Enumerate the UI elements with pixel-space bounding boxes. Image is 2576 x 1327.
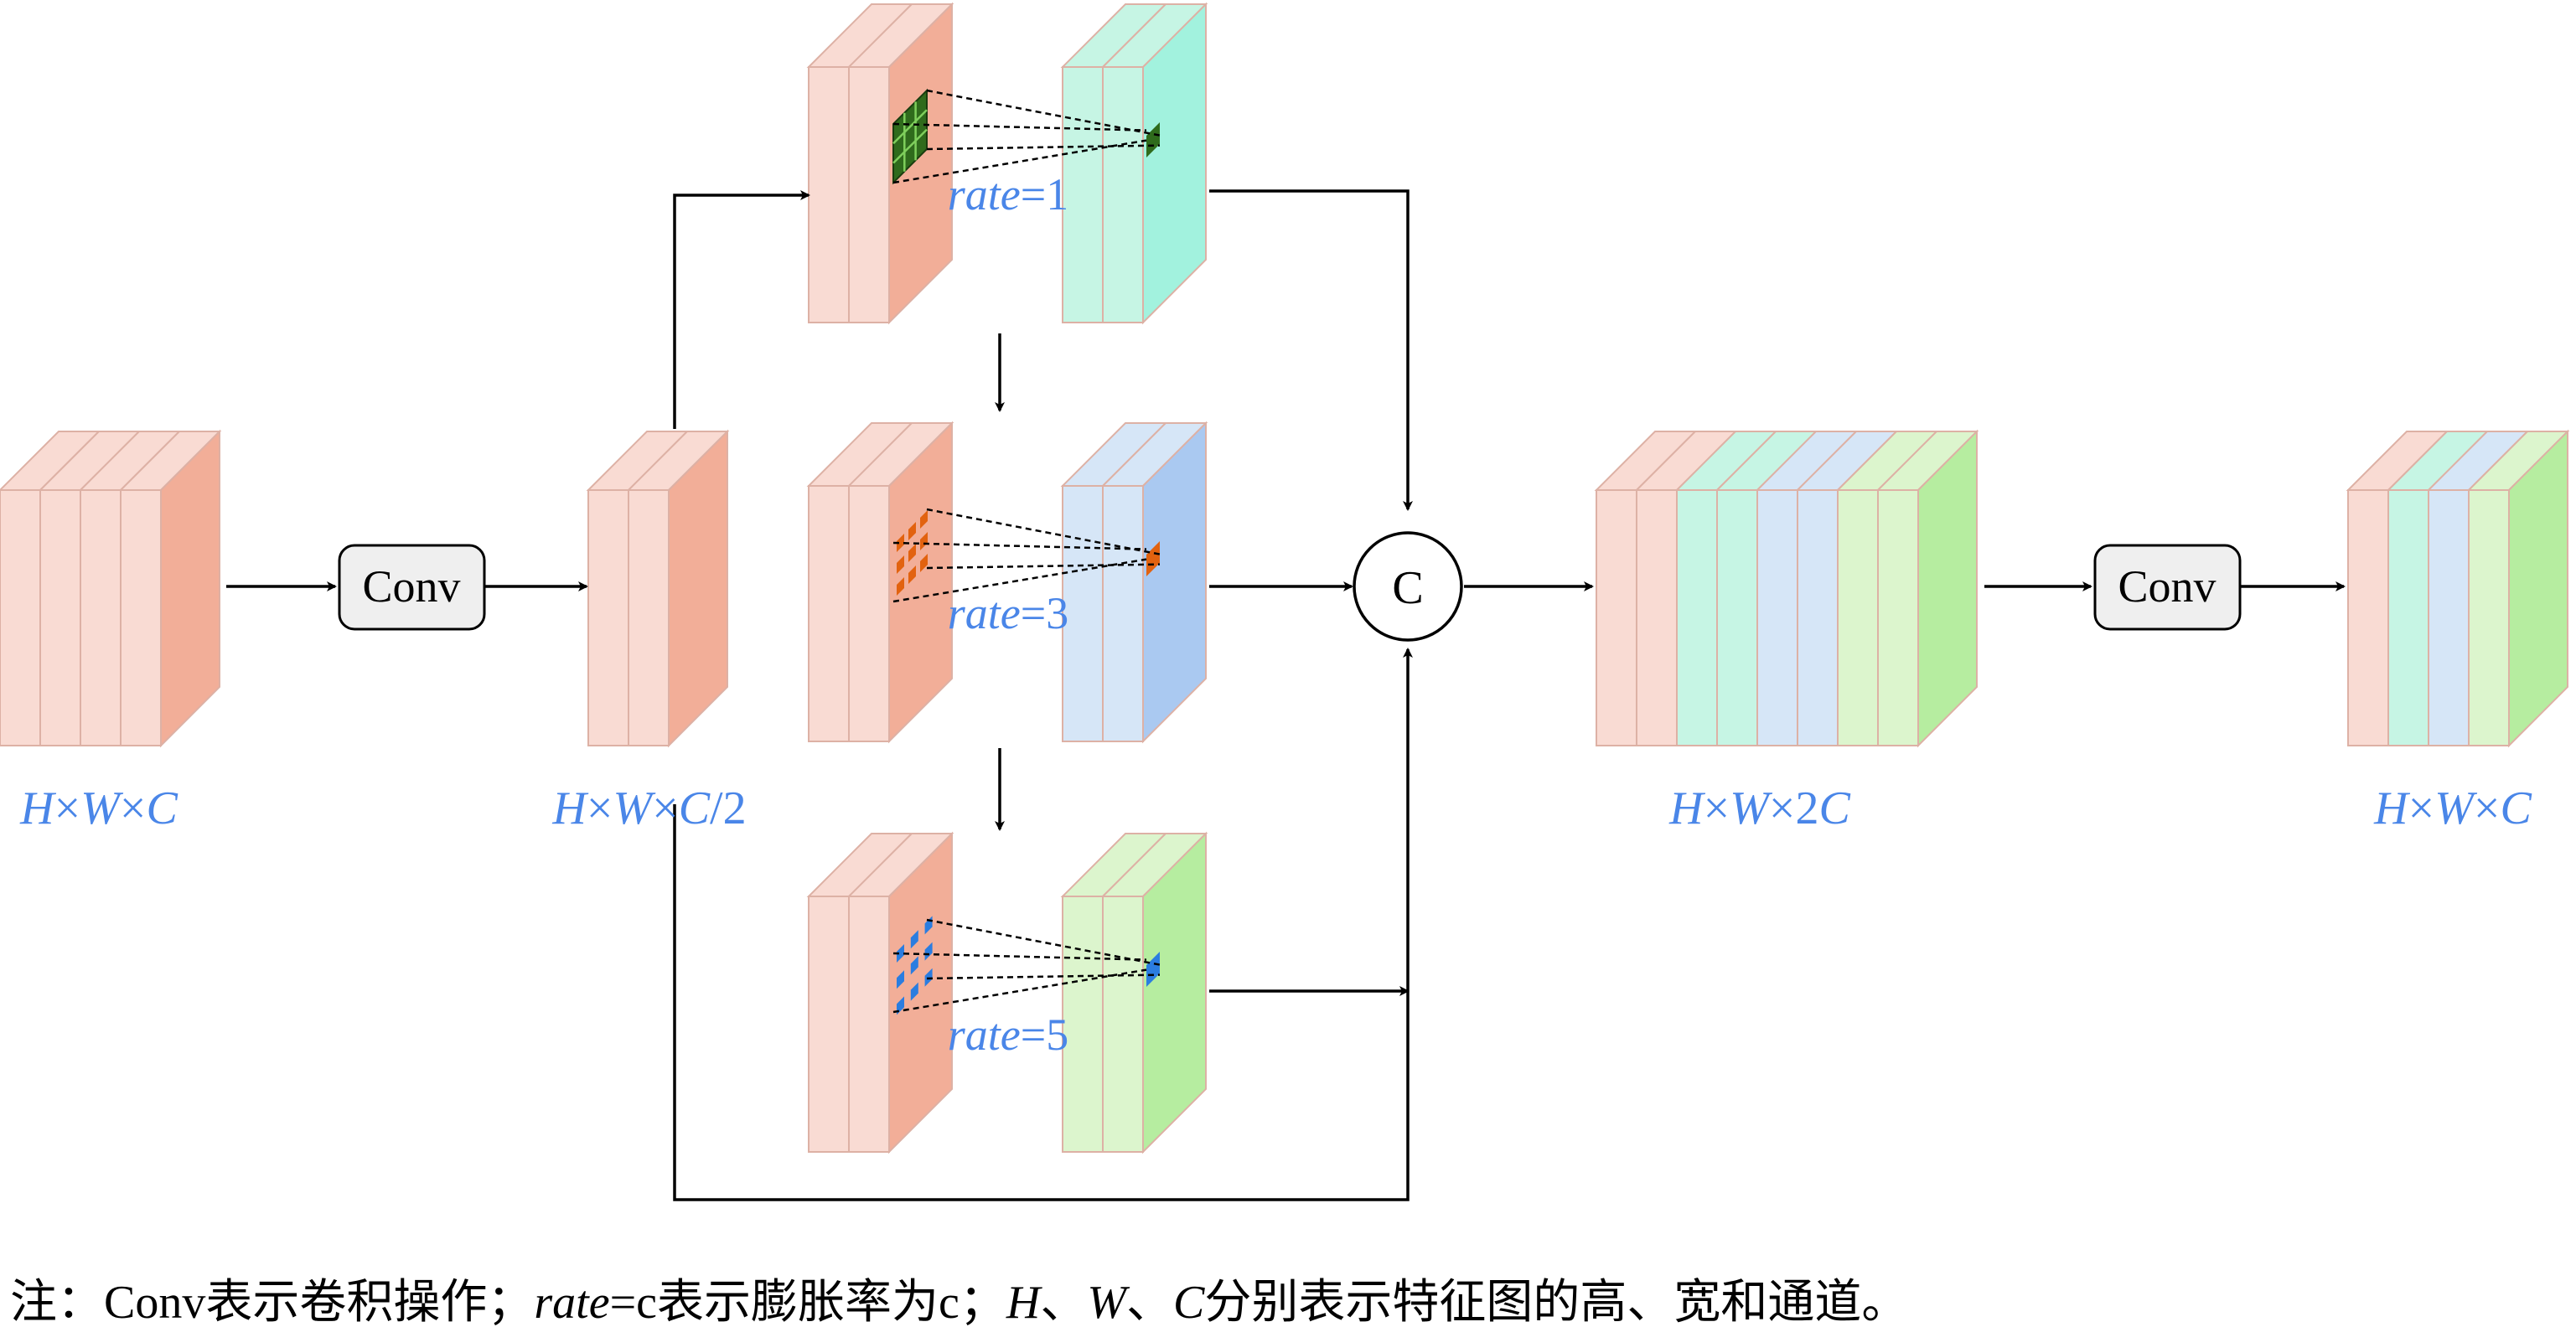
output-dim-label: H×W×C <box>2373 782 2532 834</box>
rate-label-3: rate=3 <box>948 588 1068 638</box>
footnote: 注：Conv表示卷积操作；rate=c表示膨胀率为c；H、W、C分别表示特征图的… <box>10 1277 1908 1327</box>
branch-3-kernel-grid <box>897 510 1160 596</box>
input-feature-map-slab <box>38 431 142 746</box>
concat-feature-map-slab <box>1715 431 1818 746</box>
concat-feature-map <box>1594 429 1979 748</box>
concat-feature-map-slab <box>1634 431 1738 746</box>
branch-3-output-map-slab <box>1100 421 1208 744</box>
branch-1-input-map-slab <box>806 3 914 323</box>
arrow-branch-1-to-concat <box>1209 189 1413 511</box>
branch-3-receptive-line <box>892 558 1147 603</box>
rate-label-1: rate=1 <box>948 169 1068 219</box>
branch-3-receptive-line <box>892 541 1147 550</box>
half-dim-label: H×W×C/2 <box>551 782 746 834</box>
branch-3-output-voxel <box>1146 541 1160 576</box>
branch-1-output-voxel <box>1146 122 1160 157</box>
branch-3-input-map <box>806 421 954 744</box>
output-feature-map-slab <box>2426 431 2530 746</box>
branch-5-input-map-slab <box>806 833 914 1153</box>
branch-1-receptive-line <box>926 144 1161 151</box>
concat-feature-map-slab <box>1755 431 1859 746</box>
output-feature-map-slab <box>2466 429 2570 748</box>
branch-3-output-map-slab <box>1060 422 1168 742</box>
branch-5-receptive-line <box>926 973 1161 980</box>
branch-5-input-map <box>806 831 954 1154</box>
input-dim-label: H×W×C <box>19 782 178 834</box>
rate-label-5: rate=5 <box>948 1009 1068 1060</box>
branch-5-output-voxel <box>1146 952 1160 987</box>
conv-box-1: Conv <box>338 544 486 631</box>
output-feature-map <box>2346 429 2570 748</box>
input-feature-map <box>0 429 222 748</box>
branch-1-input-map-slab <box>846 2 954 325</box>
branch-5-output-map-slab <box>1060 833 1168 1153</box>
conv-label-2: Conv <box>2118 561 2216 612</box>
conv-box-2: Conv <box>2093 544 2242 631</box>
branch-3-input-map-slab <box>806 422 914 742</box>
concat-feature-map-slab <box>1594 431 1698 746</box>
branch-1-receptive-line <box>892 139 1147 184</box>
branch-3-receptive-line <box>926 563 1161 570</box>
branch-1-output-map-slab <box>1100 2 1208 325</box>
branch-5-receptive-line <box>892 968 1147 1014</box>
half-feature-map <box>586 429 730 748</box>
concat-feature-map-slab <box>1875 429 1979 748</box>
branch-1-input-map <box>806 2 954 325</box>
branch-1-output-map <box>1060 2 1208 325</box>
branch-5-output-map-slab <box>1100 831 1208 1154</box>
input-feature-map-slab <box>118 429 222 748</box>
branch-3-output-map <box>1060 421 1208 744</box>
conv-label-1: Conv <box>362 561 460 612</box>
branch-3-input-map-slab <box>846 421 954 744</box>
concat-node: C <box>1353 531 1463 642</box>
half-feature-map-slab <box>626 429 730 748</box>
concat-label: C <box>1392 562 1423 614</box>
branch-5-receptive-line <box>892 952 1147 961</box>
branch-1-receptive-line <box>892 122 1147 132</box>
arrow-bottom-bypass <box>673 648 1413 1201</box>
concat-dim-label: H×W×2C <box>1668 782 1850 834</box>
arrow-to-branch-1 <box>673 190 810 429</box>
output-feature-map-slab <box>2346 431 2449 746</box>
branch-5-output-map <box>1060 831 1208 1154</box>
branch-1-output-map-slab <box>1060 3 1168 323</box>
output-feature-map-slab <box>2386 431 2490 746</box>
branch-5-input-map-slab <box>846 831 954 1154</box>
